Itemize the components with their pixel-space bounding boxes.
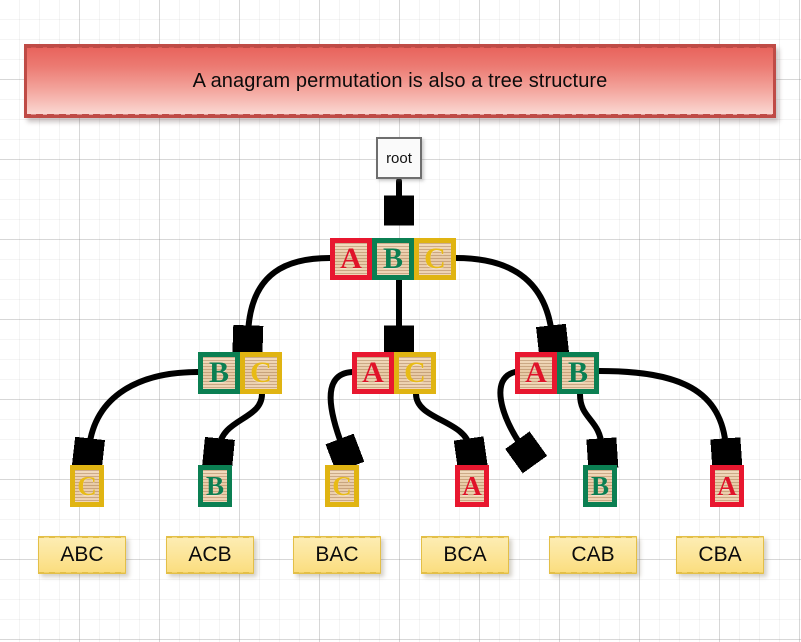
letter-block-glyph: B [590,470,609,501]
letter-block-b-l1[interactable]: B [372,238,414,280]
letter-block-c-l1[interactable]: C [414,238,456,280]
letter-block-glyph: B [208,356,229,389]
permutation-label-cba[interactable]: CBA [676,536,764,574]
letter-block-glyph: C [77,470,97,501]
root-node[interactable]: root [376,137,422,179]
permutation-label-text: CBA [698,543,742,566]
letter-block-glyph: B [567,356,588,389]
permutation-label-text: BCA [443,543,487,566]
permutation-label-text: BAC [315,543,359,566]
letter-block-a-l1[interactable]: A [330,238,372,280]
permutation-label-text: ACB [188,543,232,566]
arrow-ab-to-a-far [596,368,726,448]
permutation-label-text: CAB [571,543,615,566]
letter-block-b-l2[interactable]: B [557,352,599,394]
letter-block-b-l3[interactable]: B [583,465,617,507]
arrow-ac-to-c-left [331,369,352,448]
letter-block-c-l2[interactable]: C [394,352,436,394]
arrow-abc-to-bc [248,255,333,335]
letter-block-glyph: A [462,470,482,501]
letter-block-glyph: C [250,356,272,389]
letter-block-glyph: C [424,242,446,275]
permutation-label-cab[interactable]: CAB [549,536,637,574]
title-text: A anagram permutation is also a tree str… [192,69,608,92]
root-label: root [386,149,412,167]
arrow-bc-to-b-right [219,391,265,448]
arrow-ac-to-a-right [413,391,470,448]
permutation-label-bac[interactable]: BAC [293,536,381,574]
permutation-label-abc[interactable]: ABC [38,536,126,574]
letter-block-a-l3[interactable]: A [710,465,744,507]
letter-block-glyph: A [340,242,362,275]
letter-block-a-l2[interactable]: A [515,352,557,394]
permutation-label-acb[interactable]: ACB [166,536,254,574]
letter-block-b-l3[interactable]: B [198,465,232,507]
letter-block-glyph: C [404,356,426,389]
letter-block-glyph: C [332,470,352,501]
letter-block-c-l3[interactable]: C [70,465,104,507]
letter-block-glyph: B [382,242,403,275]
letter-block-a-l3[interactable]: A [455,465,489,507]
letter-block-glyph: A [362,356,384,389]
letter-block-glyph: A [525,356,547,389]
arrow-ab-to-b-right [577,391,602,448]
letter-block-glyph: A [717,470,737,501]
letter-block-c-l2[interactable]: C [240,352,282,394]
permutation-label-text: ABC [60,543,104,566]
letter-block-glyph: B [205,470,224,501]
letter-block-a-l2[interactable]: A [352,352,394,394]
arrow-abc-to-ab [453,255,552,335]
arrow-bc-to-c-left [89,369,201,448]
title-banner: A anagram permutation is also a tree str… [24,44,776,118]
permutation-label-bca[interactable]: BCA [421,536,509,574]
letter-block-b-l2[interactable]: B [198,352,240,394]
letter-block-c-l3[interactable]: C [325,465,359,507]
